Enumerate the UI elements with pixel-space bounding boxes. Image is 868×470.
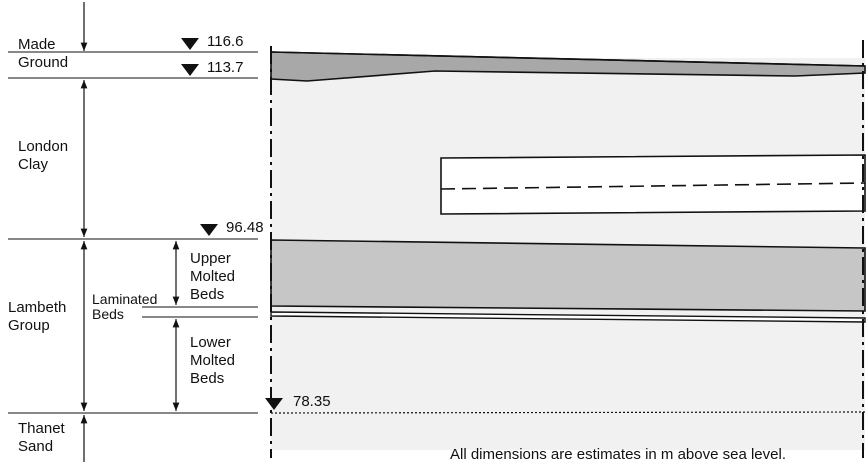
level-marker-78: [265, 398, 283, 410]
level-value-113: 113.7: [207, 59, 244, 76]
level-marker-113: [181, 64, 199, 76]
level-marker-116: [181, 38, 199, 50]
made-ground-layer: [270, 51, 866, 82]
level-value-116: 116.6: [207, 33, 244, 50]
label-line: Molted: [190, 352, 236, 369]
label-line: Beds: [92, 306, 124, 322]
footnote: All dimensions are estimates in m above …: [450, 446, 786, 463]
label-line: Laminated: [92, 291, 158, 307]
label-line: Sand: [18, 438, 54, 455]
upper-molted-layer: [270, 239, 866, 312]
level-value-78: 78.35: [293, 393, 331, 410]
laminated-layer: [270, 311, 866, 323]
label-line: Beds: [190, 370, 225, 387]
made-ground-top-line: [270, 51, 866, 67]
label-line: Lower: [190, 334, 231, 351]
label-line: Thanet: [18, 420, 65, 437]
label-line: Group: [8, 317, 50, 334]
label-line: Molted: [190, 268, 236, 285]
label-line: Upper: [190, 250, 231, 267]
clay-inset: [440, 154, 866, 215]
label-line: Clay: [18, 156, 49, 173]
label-line: Lambeth: [8, 299, 67, 316]
label-line: London: [18, 138, 69, 155]
label-line: Made: [18, 36, 56, 53]
label-line: Beds: [190, 286, 225, 303]
thanet-boundary-line: [270, 411, 866, 414]
level-marker-96: [200, 224, 218, 236]
level-value-96: 96.48: [226, 219, 264, 236]
inset-dashed-line: [440, 182, 866, 190]
label-line: Ground: [18, 54, 69, 71]
